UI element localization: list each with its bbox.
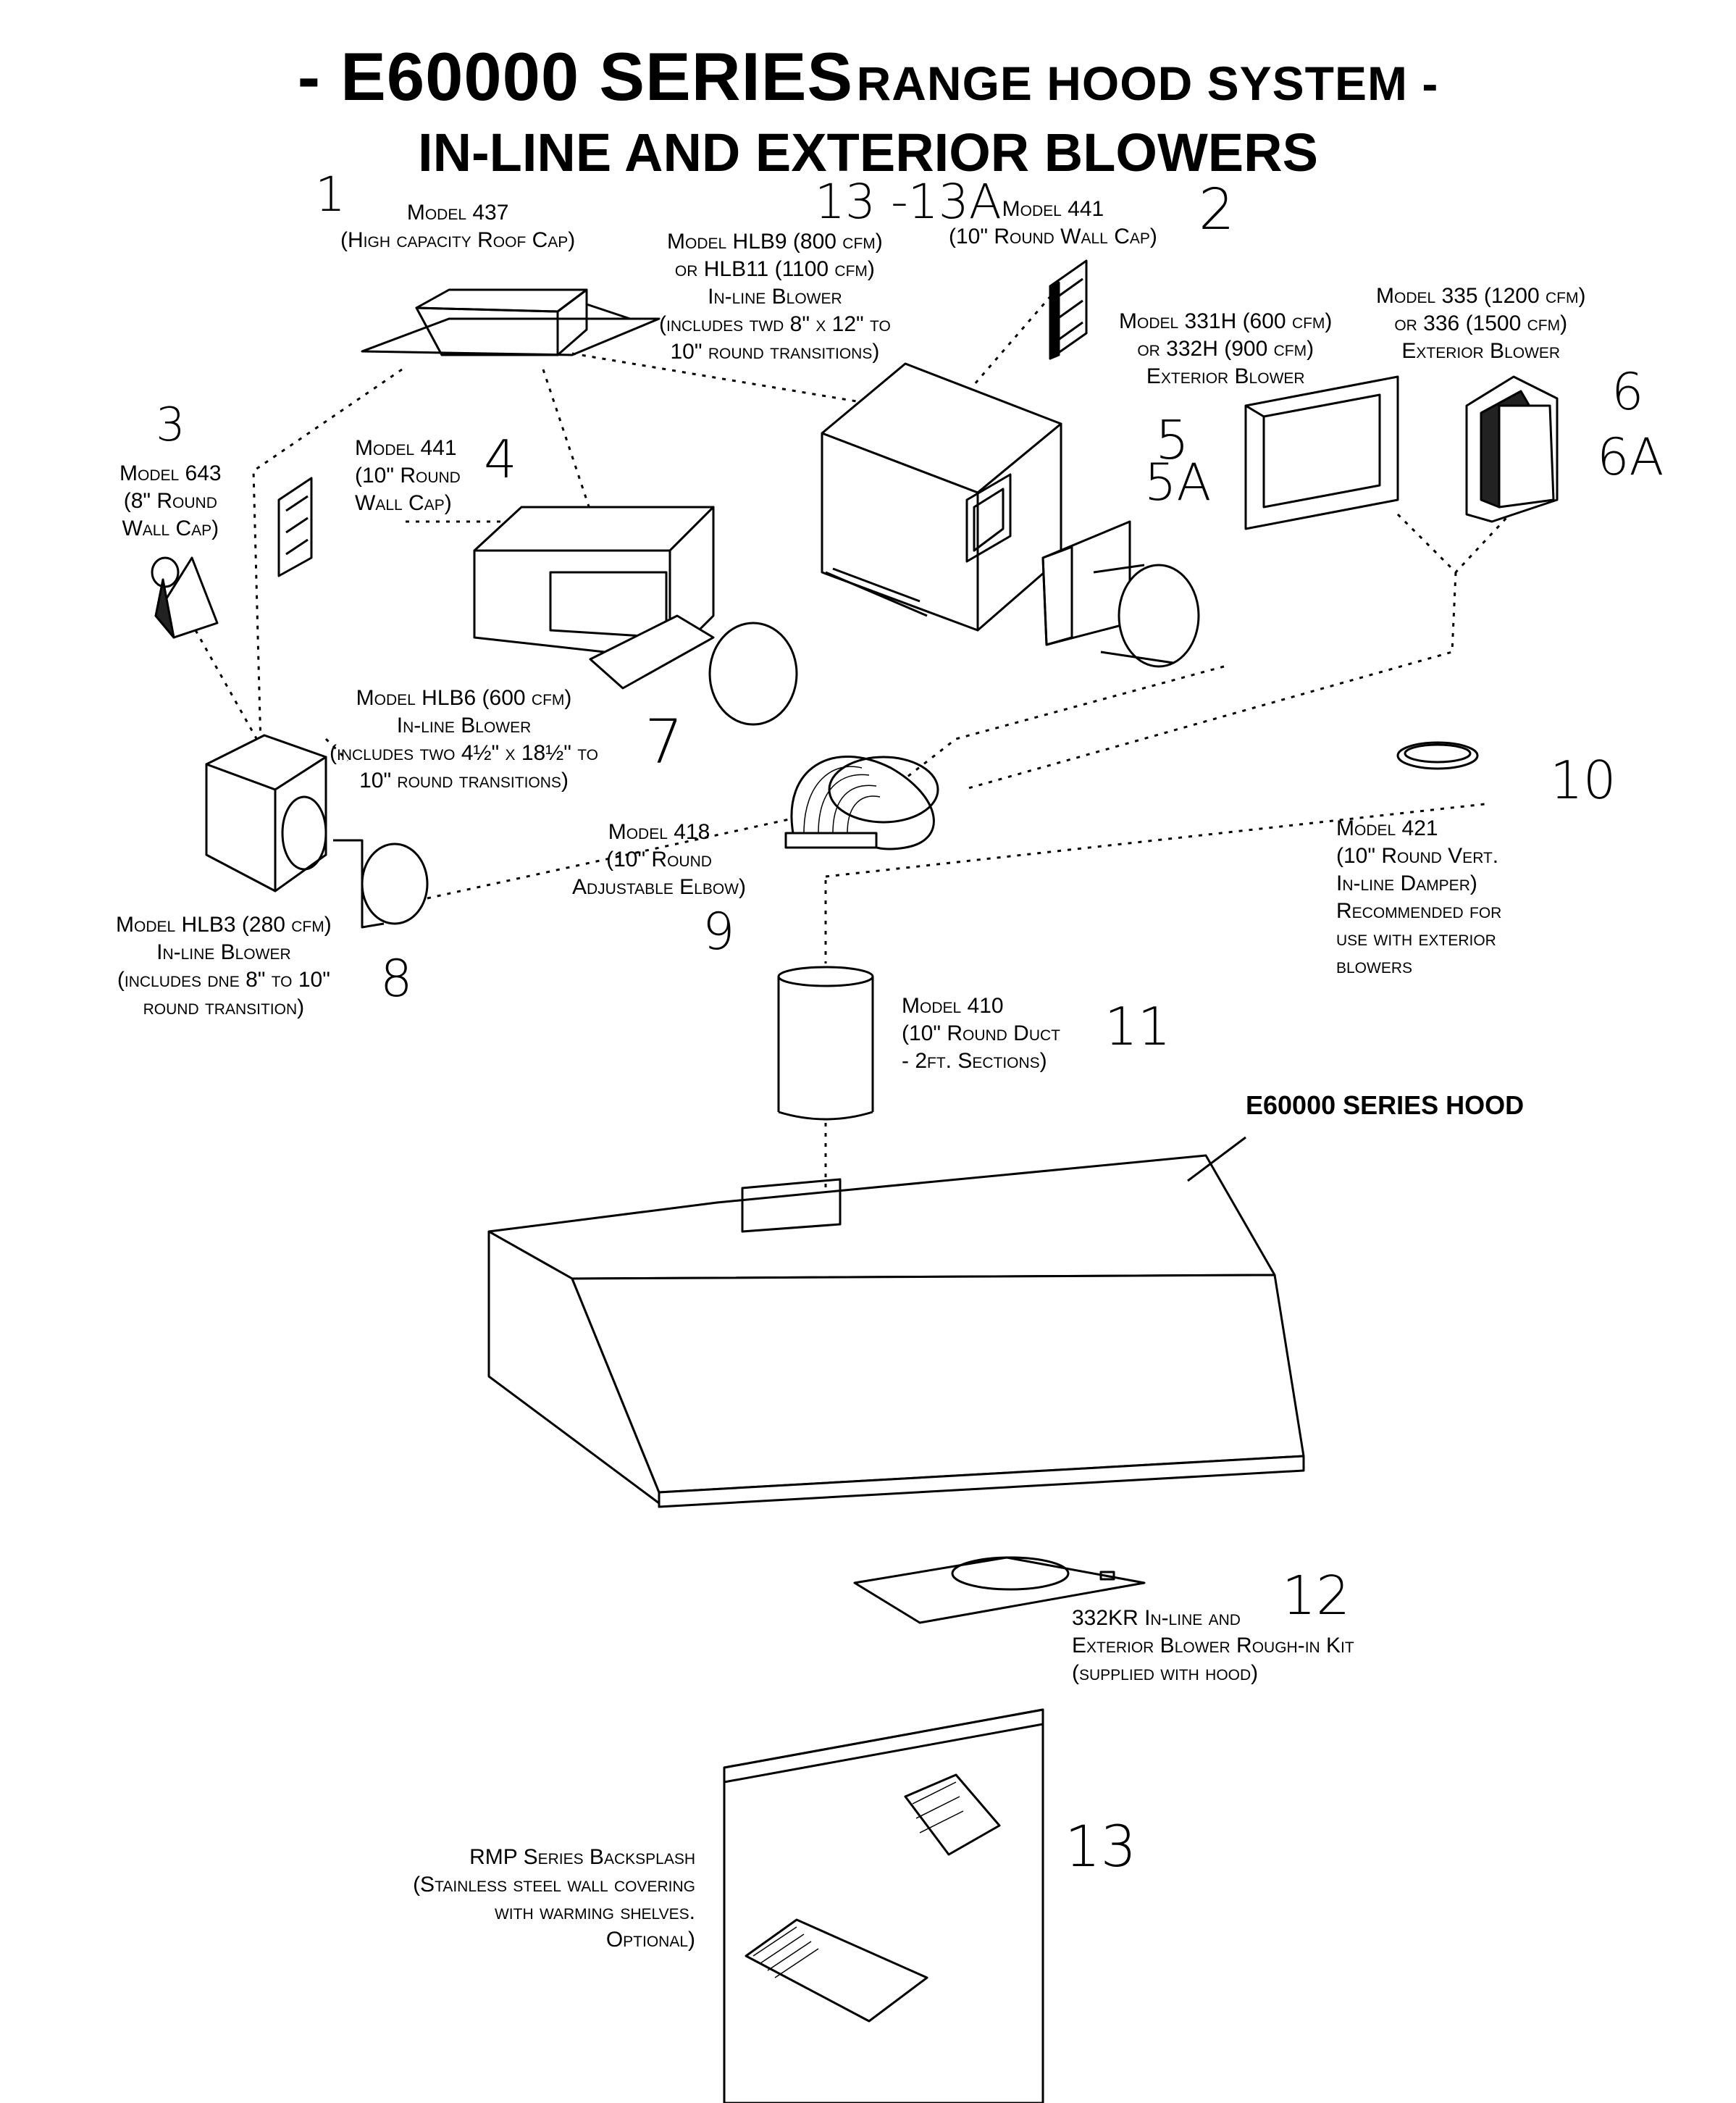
handwritten-5: 5 bbox=[1155, 409, 1190, 472]
hlb9-transition bbox=[1041, 520, 1200, 668]
diagram-title-line1: - E60000 SERIES RANGE HOOD SYSTEM - bbox=[0, 38, 1736, 116]
title-series: - E60000 SERIES bbox=[297, 38, 854, 114]
damper-421 bbox=[1396, 741, 1479, 770]
handwritten-3: 3 bbox=[156, 398, 185, 452]
handwritten-1: 1 bbox=[315, 167, 345, 222]
label-model-335: Model 335 (1200 cfm) or 336 (1500 cfm) E… bbox=[1376, 284, 1586, 363]
handwritten-6a: 6A bbox=[1597, 427, 1664, 487]
label-e60000-hood: E60000 SERIES HOOD bbox=[1246, 1090, 1525, 1120]
rough-in-kit-332kr bbox=[853, 1556, 1146, 1624]
label-model-418: Model 418 (10" Round Adjustable Elbow) bbox=[572, 820, 746, 899]
label-rmp-backsplash: RMP Series Backsplash (Stainless steel w… bbox=[413, 1845, 695, 1952]
handwritten-4: 4 bbox=[484, 429, 517, 490]
handwritten-13-13a: 13 -13A bbox=[815, 174, 1002, 230]
label-model-643: Model 643 (8" Round Wall Cap) bbox=[119, 461, 222, 540]
duct-410 bbox=[777, 966, 874, 1121]
handwritten-11: 11 bbox=[1104, 996, 1171, 1057]
handwritten-10: 10 bbox=[1550, 750, 1617, 811]
diagram-title-line2: IN-LINE AND EXTERIOR BLOWERS bbox=[418, 122, 1318, 183]
roof-cap-437 bbox=[361, 288, 661, 356]
label-model-421: Model 421 (10" Round Vert. In-line Dampe… bbox=[1336, 816, 1502, 978]
label-model-hlb6: Model HLB6 (600 cfm) In-line Blower (inc… bbox=[330, 686, 599, 793]
elbow-418 bbox=[784, 756, 939, 850]
wall-cap-441-top bbox=[1049, 259, 1088, 360]
range-hood bbox=[487, 1136, 1305, 1508]
handwritten-7: 7 bbox=[645, 706, 684, 777]
label-model-hlb3: Model HLB3 (280 cfm) In-line Blower (inc… bbox=[116, 913, 332, 1019]
wall-cap-643 bbox=[151, 556, 219, 639]
wall-cap-441-left bbox=[277, 477, 313, 577]
handwritten-2: 2 bbox=[1199, 177, 1235, 243]
exterior-blower-331h bbox=[1244, 375, 1399, 530]
handwritten-12: 12 bbox=[1282, 1565, 1351, 1627]
handwritten-5a: 5A bbox=[1144, 453, 1212, 512]
label-model-hlb9: Model HLB9 (800 cfm) or HLB11 (1100 cfm)… bbox=[659, 230, 891, 364]
label-model-437: Model 437 (High capacity Roof Cap) bbox=[340, 201, 576, 252]
rmp-backsplash bbox=[723, 1708, 1044, 2103]
handwritten-13: 13 bbox=[1065, 1815, 1137, 1880]
exterior-blower-335 bbox=[1465, 375, 1559, 523]
label-332kr-kit: 332KR In-line and Exterior Blower Rough-… bbox=[1072, 1606, 1354, 1685]
hlb6-blower bbox=[473, 506, 798, 726]
label-model-441-top: Model 441 (10" Round Wall Cap) bbox=[949, 197, 1157, 248]
label-model-331h: Model 331H (600 cfm) or 332H (900 cfm) E… bbox=[1119, 309, 1333, 388]
label-model-441-left: Model 441 (10" Round Wall Cap) bbox=[355, 436, 461, 515]
handwritten-8: 8 bbox=[380, 949, 413, 1008]
hlb9-blower bbox=[821, 362, 1062, 632]
handwritten-9: 9 bbox=[703, 902, 735, 961]
handwritten-6: 6 bbox=[1611, 362, 1644, 422]
hlb3-blower bbox=[205, 734, 429, 929]
label-model-410: Model 410 (10" Round Duct - 2ft. Section… bbox=[902, 994, 1060, 1073]
title-system: RANGE HOOD SYSTEM - bbox=[856, 57, 1439, 110]
